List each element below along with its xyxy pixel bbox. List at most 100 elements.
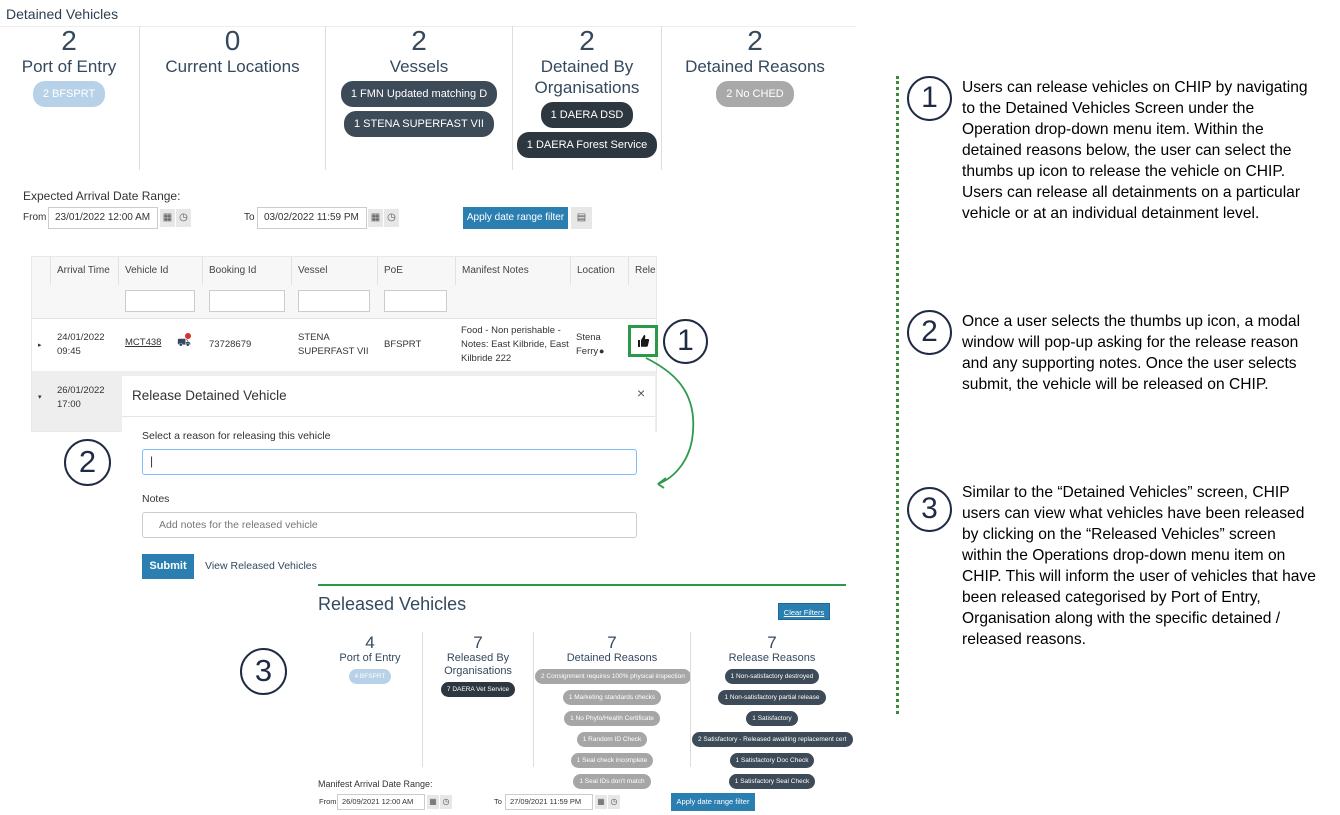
filter-pill[interactable]: 7 DAERA Vet Service: [440, 682, 516, 697]
stat-number: 7: [473, 633, 483, 652]
released-stat-organisations: 7 Released By Organisations 7 DAERA Vet …: [423, 634, 533, 699]
thumbs-up-icon: [638, 335, 650, 347]
filter-pill[interactable]: 2 BFSPRT: [32, 81, 106, 107]
filter-pill[interactable]: 1 Non-satisfactory destroyed: [724, 669, 820, 684]
filter-pill[interactable]: 1 DAERA DSD: [540, 102, 634, 128]
apply-date-range-button[interactable]: Apply date range filter: [671, 793, 755, 811]
notes-input[interactable]: Add notes for the released vehicle: [142, 512, 637, 538]
from-label: From: [319, 797, 337, 806]
filter-pill[interactable]: 2 Satisfactory - Released awaiting repla…: [692, 732, 853, 747]
column-header[interactable]: PoE: [377, 257, 455, 285]
truck-icon: ⛟: [177, 333, 191, 350]
annotation-1: Users can release vehicles on CHIP by na…: [962, 79, 1308, 222]
stat-vessels: 2 Vessels 1 FMN Updated matching D 1 STE…: [326, 26, 512, 170]
divider: [512, 26, 513, 170]
poe-cell: BFSPRT: [384, 339, 422, 350]
released-vehicles-title: Released Vehicles: [318, 594, 467, 614]
callout-1: 1: [663, 319, 708, 364]
stat-label: Detained Reasons: [685, 57, 825, 76]
filter-pill[interactable]: 1 Marketing standards checks: [562, 690, 662, 705]
filter-pill[interactable]: 1 Satisfactory Seal Check: [728, 774, 816, 789]
to-label: To: [494, 797, 502, 806]
callout-1-legend: 1: [907, 76, 952, 121]
release-reason-input[interactable]: |: [142, 449, 637, 475]
filter-pill[interactable]: 1 DAERA Forest Service: [516, 132, 658, 158]
stat-current-locations: 0 Current Locations: [140, 26, 325, 170]
arrival-time-cell: 17:00: [57, 399, 81, 410]
divider: [139, 26, 140, 170]
annotation-3: Similar to the “Detained Vehicles” scree…: [962, 484, 1316, 648]
to-label: To: [244, 212, 255, 223]
filter-pill[interactable]: 2 Consignment requires 100% physical ins…: [535, 669, 691, 684]
close-icon[interactable]: ×: [637, 385, 646, 401]
vessel-cell: SUPERFAST VII: [298, 346, 369, 357]
column-header[interactable]: Booking Id: [202, 257, 291, 285]
view-released-vehicles-link[interactable]: View Released Vehicles: [205, 560, 317, 572]
to-date-input[interactable]: 03/02/2022 11:59 PM: [257, 207, 367, 229]
calendar-icon[interactable]: ▦: [427, 795, 439, 809]
clock-icon[interactable]: ◷: [440, 795, 452, 809]
filter-pill[interactable]: 1 Satisfactory Doc Check: [729, 753, 815, 768]
column-header[interactable]: Vehicle Id: [118, 257, 202, 285]
divider: [533, 632, 534, 767]
expand-row-icon[interactable]: ▾: [38, 394, 42, 401]
calendar-icon[interactable]: ▦: [160, 209, 175, 227]
calendar-icon[interactable]: ▦: [595, 795, 607, 809]
column-header[interactable]: Manifest Notes: [455, 257, 570, 285]
arrow-icon: [645, 357, 695, 489]
title-divider: [0, 26, 856, 27]
release-thumbs-up-button[interactable]: [628, 325, 658, 357]
filter-pill[interactable]: 4 BFSPRT: [348, 669, 392, 684]
filter-pill[interactable]: 1 No Phyto/Health Certificate: [564, 711, 660, 726]
filter-pill[interactable]: 2 No CHED: [716, 81, 794, 107]
filter-pill[interactable]: 1 FMN Updated matching D: [340, 81, 498, 107]
submit-button[interactable]: Submit: [142, 554, 194, 579]
column-header[interactable]: Location: [570, 257, 628, 285]
booking-id-cell: 73728679: [209, 339, 252, 350]
manifest-notes-cell: Notes: East Kilbride, East: [461, 339, 569, 350]
clock-icon[interactable]: ◷: [608, 795, 620, 809]
stat-label: Organisations: [444, 665, 512, 677]
released-stat-release-reasons: 7 Release Reasons 1 Non-satisfactory des…: [691, 634, 853, 791]
stat-number: 7: [767, 633, 777, 652]
apply-date-range-button[interactable]: Apply date range filter: [463, 207, 568, 229]
callout-3-legend: 3: [907, 487, 952, 532]
poe-filter-input[interactable]: [384, 290, 447, 312]
stat-number: 2: [61, 25, 77, 56]
release-vehicle-modal: Release Detained Vehicle × Select a reas…: [122, 376, 655, 583]
stat-label: Port of Entry: [21, 57, 117, 76]
filter-pill[interactable]: 1 STENA SUPERFAST VII: [343, 111, 494, 137]
callout-2-legend: 2: [907, 310, 952, 355]
filter-pill[interactable]: 1 Seal check incomplete: [570, 753, 654, 768]
clock-icon[interactable]: ◷: [384, 209, 399, 227]
stat-detained-by-organisations: 2 Detained By Organisations 1 DAERA DSD …: [513, 26, 661, 170]
vessel-filter-input[interactable]: [298, 290, 370, 312]
booking-id-filter-input[interactable]: [209, 290, 285, 312]
from-date-input[interactable]: 26/09/2021 12:00 AM: [337, 794, 425, 810]
filter-pill[interactable]: 1 Satisfactory: [746, 711, 798, 726]
filter-pill[interactable]: 1 Non-satisfactory partial release: [718, 690, 826, 705]
clock-icon[interactable]: ◷: [176, 209, 191, 227]
column-header[interactable]: Vessel: [291, 257, 377, 285]
notes-label: Notes: [142, 493, 170, 505]
filter-pill[interactable]: 1 Random ID Check: [576, 732, 648, 747]
stat-number: 2: [579, 25, 595, 56]
vehicle-id-link[interactable]: MCT438: [125, 337, 162, 348]
to-date-input[interactable]: 27/09/2021 11:59 PM: [505, 794, 593, 810]
export-icon[interactable]: ▤: [571, 207, 592, 229]
section-divider: [318, 584, 846, 586]
manifest-notes-cell: Kilbride 222: [461, 353, 512, 364]
arrival-time-cell: 09:45: [57, 346, 81, 357]
calendar-icon[interactable]: ▦: [368, 209, 383, 227]
column-header[interactable]: Arrival Time: [50, 257, 118, 285]
divider: [422, 632, 423, 767]
filter-pill[interactable]: 1 Seal IDs don't match: [573, 774, 651, 789]
from-date-input[interactable]: 23/01/2022 12:00 AM: [48, 207, 158, 229]
map-pin-icon[interactable]: ●: [599, 346, 605, 356]
expand-row-icon[interactable]: ▸: [38, 342, 42, 349]
page-title: Detained Vehicles: [6, 6, 119, 22]
column-header[interactable]: Relea: [628, 257, 656, 285]
vehicle-id-filter-input[interactable]: [125, 290, 195, 312]
clear-filters-button[interactable]: Clear Filters: [778, 603, 830, 620]
stat-label: Release Reasons: [728, 652, 816, 664]
